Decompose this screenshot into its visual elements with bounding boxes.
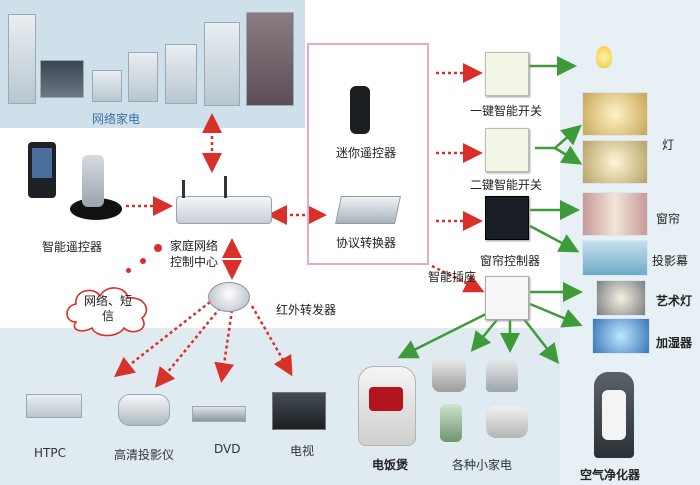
rice-cooker-label: 电饭煲 xyxy=(372,458,409,472)
side-by-side-fridge-image xyxy=(246,12,294,106)
arrow-ir-to-tv xyxy=(250,305,293,377)
arrow-to-humidifier xyxy=(529,302,583,328)
arrow-to-pressure-cooker xyxy=(470,315,501,352)
protocol-converter-image xyxy=(335,196,401,224)
dot-3 xyxy=(126,268,131,273)
mini-remote-label: 迷你遥控器 xyxy=(336,146,397,160)
htpc-label: HTPC xyxy=(34,446,66,460)
microwave-image xyxy=(92,70,122,102)
humidifier-label: 加湿器 xyxy=(656,336,693,350)
smart-socket-image xyxy=(485,276,529,320)
network-sms-cloud xyxy=(66,287,148,337)
small-appliances-label: 各种小家电 xyxy=(452,458,513,472)
arrow-to-ceiling-light-2 xyxy=(554,145,583,165)
dvd-label: DVD xyxy=(214,442,241,456)
dvd-image xyxy=(192,406,246,422)
hd-projector-label: 高清投影仪 xyxy=(114,448,175,462)
smartphone-image xyxy=(28,142,56,198)
router-antenna-right xyxy=(224,176,227,198)
one-key-switch-label: 一键智能开关 xyxy=(470,104,543,118)
arrow-to-smart-socket xyxy=(431,264,485,293)
smartphone-screen xyxy=(32,148,52,178)
tv-image xyxy=(40,60,84,98)
art-lamp-image xyxy=(596,280,646,316)
rice-cooker-image xyxy=(358,366,416,446)
network-sms-line1: 网络、短 xyxy=(83,294,132,308)
curtain-controller-label: 窗帘控制器 xyxy=(480,254,541,268)
tv-bottom-image xyxy=(272,392,326,430)
ir-forwarder-label: 红外转发器 xyxy=(276,303,337,317)
washer-image xyxy=(128,52,158,102)
home-network-center-label: 家庭网络 控制中心 xyxy=(170,238,218,270)
network-appliances-label: 网络家电 xyxy=(92,112,141,126)
ir-forwarder-image xyxy=(208,282,250,312)
tv-label: 电视 xyxy=(290,444,315,458)
curtain-image xyxy=(582,192,648,236)
arrow-ir-to-dvd xyxy=(214,309,235,383)
air-purifier-panel xyxy=(602,390,626,440)
projection-screen-label: 投影幕 xyxy=(652,254,689,268)
two-key-switch-image xyxy=(485,128,529,172)
arrow-to-air-purifier xyxy=(519,313,560,364)
cordless-phone-image xyxy=(82,155,104,207)
arrow-to-rice-cooker xyxy=(397,310,491,359)
protocol-converter-label: 协议转换器 xyxy=(336,236,397,250)
mini-remote-image xyxy=(350,86,370,134)
smart-remote-label: 智能遥控器 xyxy=(42,240,103,254)
one-key-switch-image xyxy=(485,52,529,96)
art-lamp-label: 艺术灯 xyxy=(656,294,693,308)
double-fridge-image xyxy=(204,22,240,106)
arrow-to-ceiling-light-1 xyxy=(535,124,582,150)
light-label: 灯 xyxy=(662,138,675,152)
arrow-ir-to-htpc xyxy=(114,301,211,378)
rice-cooker-panel xyxy=(369,387,403,411)
hd-projector-image xyxy=(118,394,170,426)
network-sms-line2: 信 xyxy=(101,309,114,323)
bulb-image xyxy=(596,46,612,68)
kettle-image xyxy=(486,358,518,392)
htpc-image xyxy=(26,394,82,418)
teapot-image xyxy=(486,406,528,438)
mini-devices-box xyxy=(307,43,429,265)
front-washer-image xyxy=(165,44,197,104)
two-key-switch-label: 二键智能开关 xyxy=(470,178,543,192)
curtain-label: 窗帘 xyxy=(656,212,681,226)
router-antenna-left xyxy=(182,180,185,198)
ceiling-light-1-image xyxy=(582,92,648,136)
pressure-cooker-image xyxy=(432,358,466,392)
projection-screen-image xyxy=(582,240,648,276)
ceiling-light-2-image xyxy=(582,140,648,184)
arrow-to-screen xyxy=(529,224,580,253)
fridge-image xyxy=(8,14,36,104)
arrow-ir-to-projector xyxy=(154,307,221,388)
smart-socket-label: 智能插座 xyxy=(428,270,477,284)
dot-1 xyxy=(154,244,162,252)
humidifier-image xyxy=(592,318,650,354)
router-image xyxy=(176,196,272,224)
home-network-line1: 家庭网络 xyxy=(170,239,219,253)
air-purifier-image xyxy=(594,372,634,458)
dot-2 xyxy=(140,258,146,264)
air-purifier-label: 空气净化器 xyxy=(580,468,641,482)
juicer-image xyxy=(440,404,462,442)
home-network-line2: 控制中心 xyxy=(170,255,219,269)
curtain-controller-image xyxy=(485,196,529,240)
network-sms-label: 网络、短 信 xyxy=(78,294,138,324)
